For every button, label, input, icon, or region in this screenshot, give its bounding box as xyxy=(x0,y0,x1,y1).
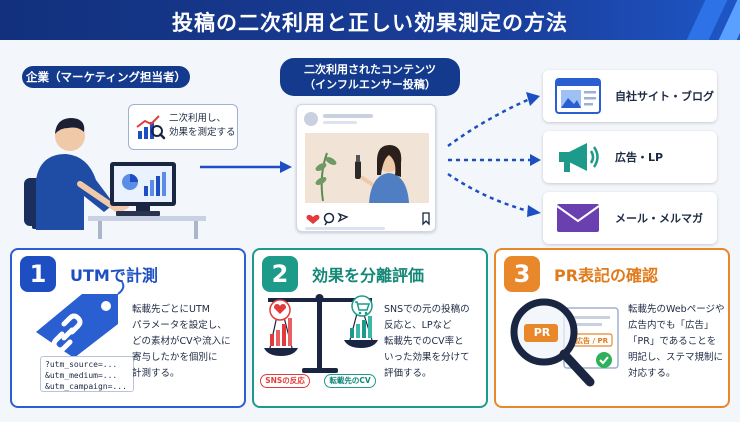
step-heading: UTMで計測 xyxy=(70,266,158,285)
influencer-post-card xyxy=(296,104,436,232)
post-mockup xyxy=(304,112,430,230)
desc-line: パラメータを設定し、 xyxy=(132,320,227,331)
megaphone-icon xyxy=(559,143,599,172)
bubble-line: 効果を測定する xyxy=(169,127,236,138)
destination-cv-tag: 転載先のCV xyxy=(324,374,376,388)
pr-label-text: 広告 / PR xyxy=(576,337,608,345)
desc-line: 明記し、ステマ規制に xyxy=(628,352,724,363)
destination-card-mail: メール・メルマガ xyxy=(543,192,717,244)
step-panel-utm: 1 UTMで計測 ?utm_source=... &utm_medium=...… xyxy=(10,248,246,408)
utm-line: &utm_medium=... xyxy=(45,371,118,380)
step-heading: PR表記の確認 xyxy=(554,266,659,285)
step-number: 1 xyxy=(20,256,56,292)
desc-line: 計測する。 xyxy=(132,368,180,379)
desc-line: 広告内でも「広告」 xyxy=(628,320,714,331)
page-title: 投稿の二次利用と正しい効果測定の方法 xyxy=(172,11,568,35)
destination-card-ad: 広告・LP xyxy=(543,131,717,183)
envelope-icon xyxy=(556,204,600,232)
step-number: 2 xyxy=(262,256,298,292)
pr-badge-text: PR xyxy=(533,326,551,339)
content-label: 二次利用されたコンテンツ （インフルエンサー投稿） xyxy=(280,58,460,96)
desc-line: 寄与したかを個別に xyxy=(132,352,218,363)
destination-card-site: 自社サイト・ブログ xyxy=(543,70,717,122)
chart-search-icon xyxy=(136,115,166,140)
browser-image-icon xyxy=(555,78,601,114)
step-description: SNSでの元の投稿の 反応と、LPなど 転載先でのCV率と いった効果を分けて … xyxy=(384,302,486,382)
arrow-to-content xyxy=(200,161,292,173)
utm-parameter-box: ?utm_source=... &utm_medium=... &utm_cam… xyxy=(40,356,134,392)
content-label-line: （インフルエンサー投稿） xyxy=(304,78,436,91)
desc-line: 「PR」であることを xyxy=(628,336,717,347)
company-label: 企業（マーケティング担当者） xyxy=(22,66,190,88)
step-heading: 効果を分離評価 xyxy=(312,266,425,285)
desc-line: 反応と、LPなど xyxy=(384,320,452,331)
destination-label: メール・メルマガ xyxy=(615,212,703,225)
step-panel-separate-evaluation: 2 効果を分離評価 SNSの反応 転載先のCV SNSでの元の投稿の 反応と、L… xyxy=(252,248,488,408)
desc-line: どの素材がCVや流入に xyxy=(132,336,231,347)
desc-line: SNSでの元の投稿の xyxy=(384,304,470,315)
destination-label: 自社サイト・ブログ xyxy=(615,90,714,103)
desc-line: 転載先ごとにUTM xyxy=(132,304,210,315)
bubble-line: 二次利用し、 xyxy=(169,113,227,124)
desc-line: 転載先のWebページや xyxy=(628,304,725,315)
marketer-illustration xyxy=(24,118,206,239)
speech-bubble: 二次利用し、 効果を測定する xyxy=(128,104,238,150)
magnifier-pr-icon xyxy=(510,298,619,387)
desc-line: いった効果を分けて xyxy=(384,352,470,363)
balance-scale-icon xyxy=(264,294,378,373)
desc-line: 評価する。 xyxy=(384,368,432,379)
title-bar xyxy=(0,0,740,40)
link-tag-icon xyxy=(36,281,125,358)
destination-label: 広告・LP xyxy=(615,151,664,164)
step-description: 転載先のWebページや 広告内でも「広告」 「PR」であることを 明記し、ステマ… xyxy=(628,302,728,382)
desc-line: 転載先でのCV率と xyxy=(384,336,464,347)
step-description: 転載先ごとにUTM パラメータを設定し、 どの素材がCVや流入に 寄与したかを個… xyxy=(132,302,244,382)
sns-reaction-tag: SNSの反応 xyxy=(260,374,310,388)
utm-line: ?utm_source=... xyxy=(45,360,118,369)
utm-line: &utm_campaign=... xyxy=(45,382,127,391)
arrows-to-destinations xyxy=(447,92,541,217)
desc-line: 対応する。 xyxy=(628,368,676,379)
step-panel-pr-check: 3 PR表記の確認 PR 広告 / PR 転載先のWebページや 広告内でも「広… xyxy=(494,248,730,408)
step-number: 3 xyxy=(504,256,540,292)
content-label-line: 二次利用されたコンテンツ xyxy=(304,63,436,76)
